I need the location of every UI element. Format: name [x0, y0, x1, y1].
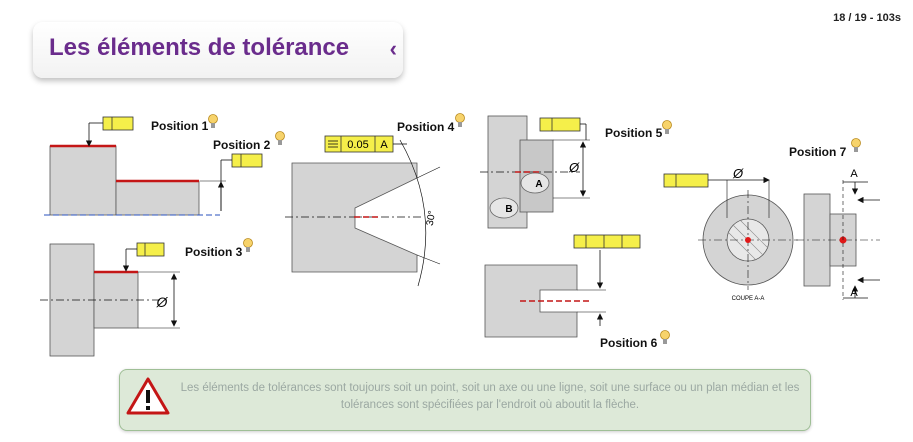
section-a-bottom: A: [850, 287, 858, 299]
label-position-4: Position 4: [397, 120, 455, 134]
label-position-3: Position 3: [185, 245, 243, 259]
label-position-6: Position 6: [600, 336, 658, 350]
lightbulb-icon[interactable]: [208, 114, 218, 130]
warning-icon: [126, 377, 170, 415]
datum-b-label: B: [505, 204, 512, 215]
datum-a-4: A: [380, 139, 388, 151]
lightbulb-icon[interactable]: [662, 120, 672, 136]
info-note: Les éléments de tolérances sont toujours…: [119, 369, 811, 431]
diameter-label-5: Ø: [568, 160, 580, 175]
diagram-step-block: [44, 116, 263, 216]
diagram-slot-block: [484, 234, 641, 338]
note-text: Les éléments de tolérances sont toujours…: [180, 382, 800, 411]
chevron-left-icon[interactable]: ‹: [389, 36, 397, 61]
diameter-label-7: Ø: [732, 166, 744, 181]
section-a-top: A: [850, 168, 858, 180]
title-box: Les éléments de tolérance ‹: [33, 22, 403, 78]
diagram-shaft: Ø: [40, 242, 180, 357]
label-position-7: Position 7: [789, 145, 847, 159]
slide-counter: 18 / 19 - 103s: [833, 12, 901, 24]
lightbulb-icon[interactable]: [660, 330, 670, 346]
lightbulb-icon[interactable]: [851, 138, 861, 154]
angle-label: 30°: [425, 210, 438, 227]
tol-value-4: 0.05: [347, 139, 368, 151]
label-position-2: Position 2: [213, 138, 271, 152]
diagram-v-groove: 0.05 A 30°: [285, 135, 441, 287]
diameter-label-3: Ø: [156, 294, 169, 310]
label-position-1: Position 1: [151, 119, 209, 133]
label-position-5: Position 5: [605, 126, 663, 140]
diagram-hole-block: A B Ø: [480, 115, 590, 229]
diagram-round-section: Ø COUPE A-A A A: [663, 166, 880, 302]
lightbulb-icon[interactable]: [275, 131, 285, 147]
lightbulb-icon[interactable]: [243, 238, 253, 254]
lightbulb-icon[interactable]: [455, 113, 465, 129]
section-label: COUPE A-A: [732, 296, 765, 302]
page-title: Les éléments de tolérance: [49, 34, 350, 61]
datum-a-label: A: [535, 179, 542, 190]
